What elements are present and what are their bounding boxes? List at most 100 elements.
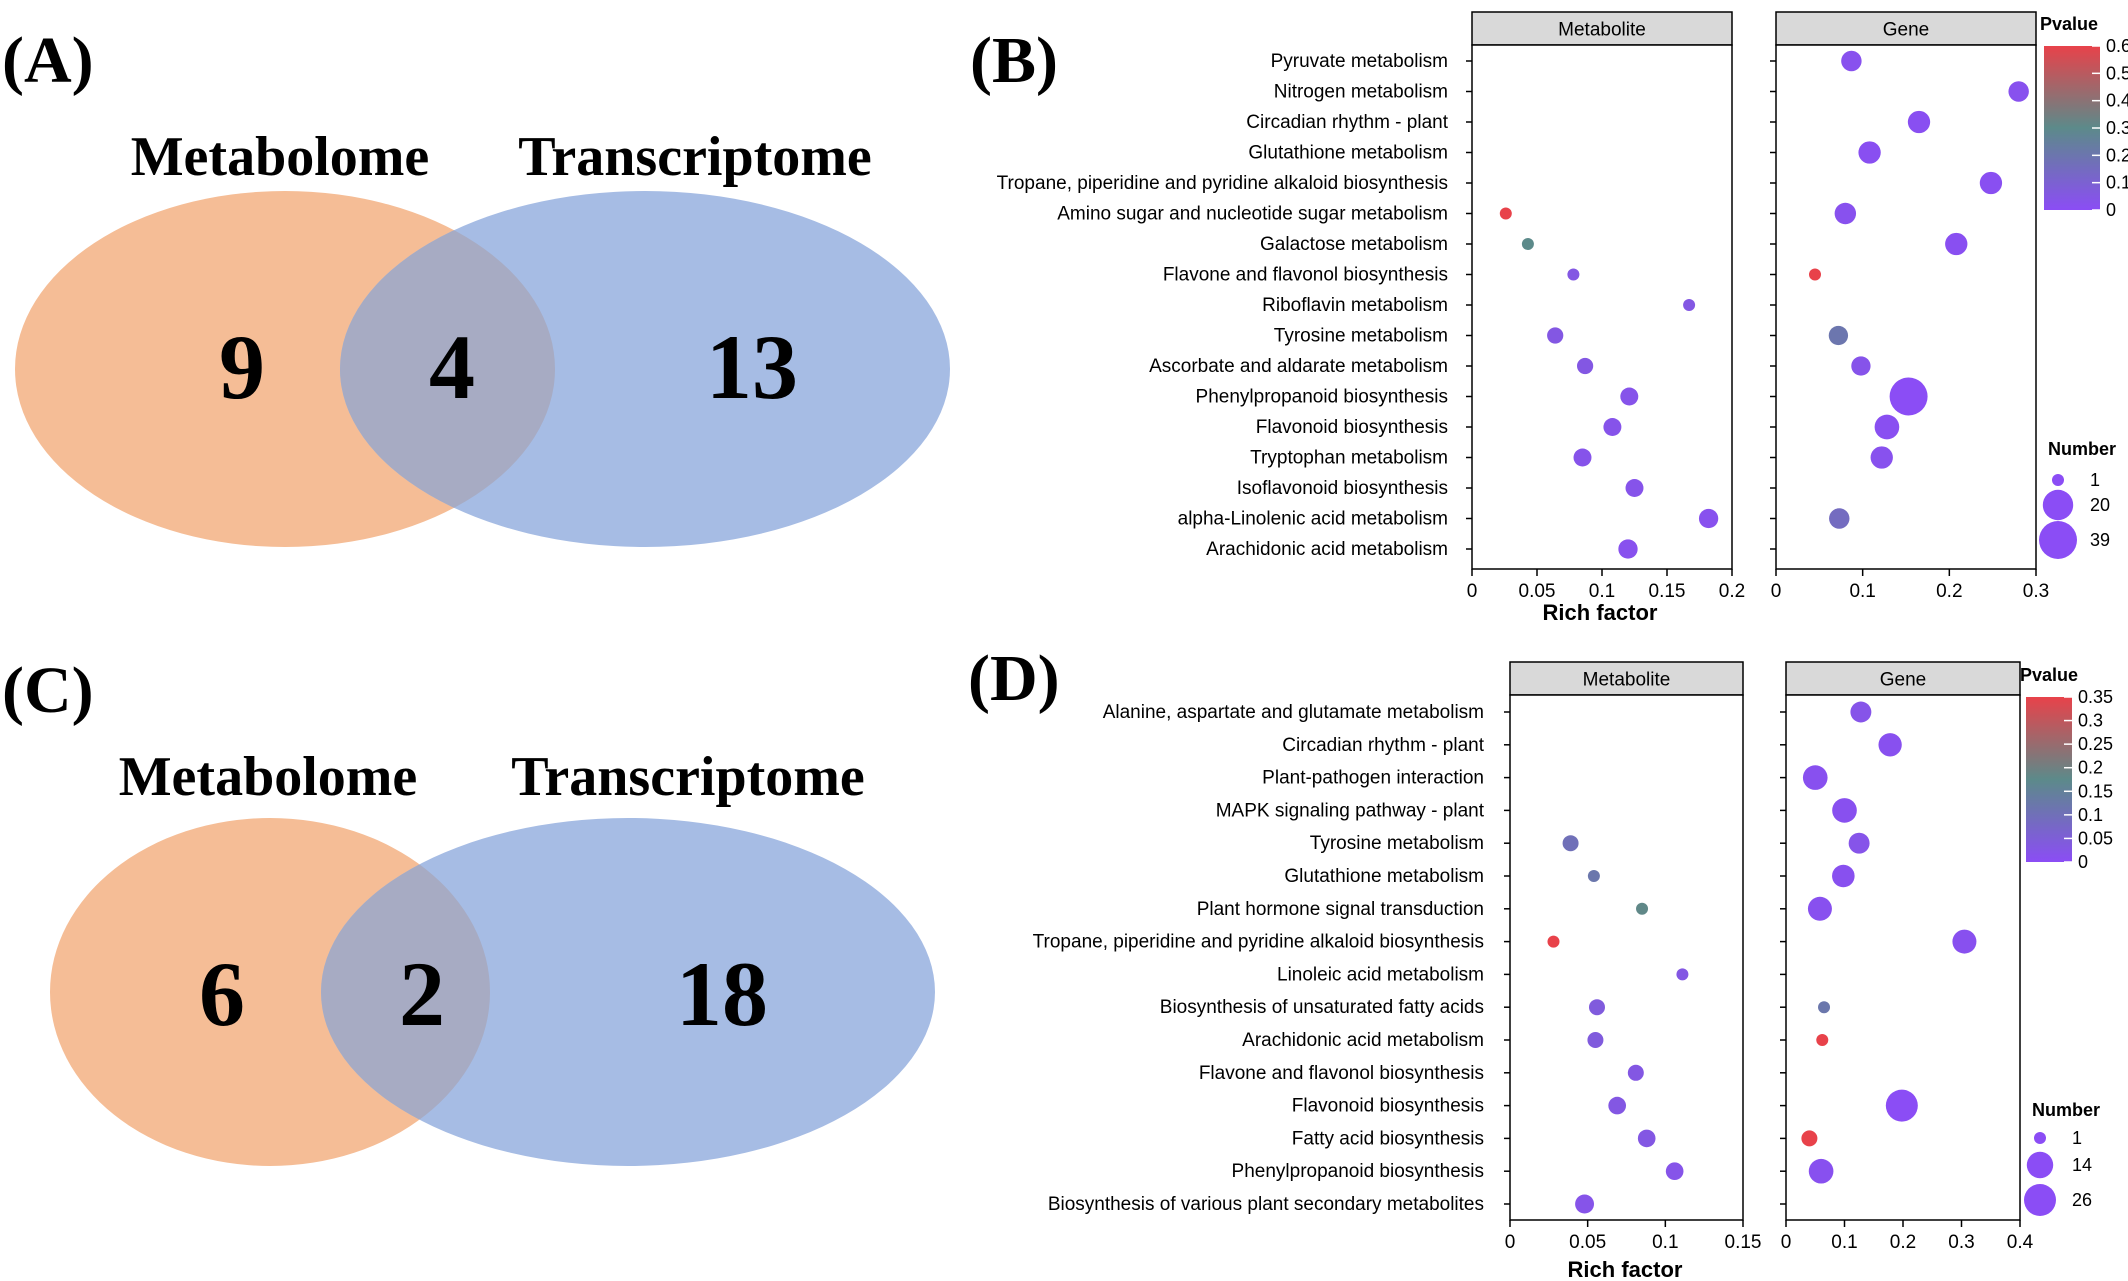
facet-frame-d — [1785, 694, 2021, 1221]
category-label-b: Pyruvate metabolism — [1271, 51, 1448, 72]
venn-a-left-title: Metabolome — [131, 126, 430, 188]
number-legend-label-d: 14 — [2072, 1155, 2092, 1175]
x-tick-label-d: 0 — [1781, 1232, 1792, 1253]
data-point-b — [1979, 171, 2003, 195]
data-point-b — [1618, 539, 1638, 559]
data-point-b — [1809, 268, 1821, 281]
pvalue-tick-label-b: 0.4 — [2106, 91, 2128, 111]
x-tick-label-b: 0.1 — [1849, 581, 1875, 602]
data-point-d — [1885, 1089, 1918, 1122]
data-point-b — [2008, 81, 2029, 102]
x-tick-label-b: 0.2 — [1936, 581, 1962, 602]
pvalue-tick-label-d: 0.3 — [2078, 711, 2103, 731]
category-label-b: Nitrogen metabolism — [1274, 82, 1448, 103]
number-legend-dot-b — [2039, 521, 2077, 559]
x-tick-label-b: 0.3 — [2023, 581, 2049, 602]
facet-frame-d — [1509, 694, 1744, 1221]
number-legend-label-b: 39 — [2090, 530, 2110, 550]
data-point-d — [1850, 701, 1872, 723]
data-point-b — [1870, 446, 1893, 469]
data-point-d — [1637, 1129, 1656, 1148]
panel-letter-b: (B) — [970, 24, 1058, 97]
x-tick-label-d: 0.1 — [1652, 1232, 1678, 1253]
number-legend-label-d: 26 — [2072, 1190, 2092, 1210]
category-label-d: Plant hormone signal transduction — [1197, 899, 1484, 920]
facet-title-d: Gene — [1880, 670, 1926, 691]
data-point-b — [1858, 141, 1881, 164]
data-point-b — [1841, 50, 1862, 72]
facet-header-b — [1471, 11, 1733, 46]
category-label-b: Amino sugar and nucleotide sugar metabol… — [1057, 204, 1448, 225]
data-point-b — [1945, 232, 1968, 256]
data-point-b — [1851, 356, 1871, 376]
pvalue-tick-label-d: 0.05 — [2078, 828, 2113, 848]
data-point-b — [1889, 377, 1928, 416]
pvalue-legend-b: Pvalue 00.10.20.30.40.50.6 — [2040, 14, 2128, 220]
data-point-b — [1683, 299, 1696, 311]
category-label-b: Isoflavonoid biosynthesis — [1237, 478, 1448, 499]
data-point-b — [1547, 327, 1564, 344]
category-label-b: Galactose metabolism — [1260, 234, 1448, 255]
category-label-d: Biosynthesis of unsaturated fatty acids — [1160, 997, 1484, 1018]
pvalue-tick-label-d: 0.25 — [2078, 734, 2113, 754]
category-label-b: Tyrosine metabolism — [1274, 326, 1448, 347]
data-point-d — [1587, 870, 1600, 882]
panel-letter-c: (C) — [2, 654, 94, 727]
category-label-d: Fatty acid biosynthesis — [1292, 1128, 1484, 1149]
facet-title-b: Gene — [1883, 20, 1929, 41]
x-tick-label-b: 0.2 — [1719, 581, 1745, 602]
number-legend-dot-b — [2042, 489, 2074, 521]
data-point-d — [1636, 902, 1649, 915]
pvalue-tick-label-d: 0.2 — [2078, 758, 2103, 778]
number-legend-title-b: Number — [2048, 439, 2116, 459]
x-tick-label-b: 0.15 — [1649, 581, 1686, 602]
x-tick-label-d: 0.3 — [1948, 1232, 1974, 1253]
category-label-b: alpha-Linolenic acid metabolism — [1178, 509, 1448, 530]
venn-a: (A) Metabolome Transcriptome 9 4 13 — [2, 24, 950, 547]
category-label-b: Arachidonic acid metabolism — [1206, 539, 1448, 560]
data-point-b — [1499, 207, 1512, 220]
category-label-b: Flavonoid biosynthesis — [1256, 417, 1448, 438]
venn-a-right-title: Transcriptome — [518, 126, 872, 188]
data-point-b — [1828, 325, 1849, 346]
data-point-d — [1665, 1162, 1684, 1181]
venn-c-right-title: Transcriptome — [511, 746, 865, 808]
data-point-b — [1567, 268, 1580, 281]
category-label-d: Phenylpropanoid biosynthesis — [1232, 1161, 1484, 1182]
pvalue-tick-label-b: 0 — [2106, 200, 2116, 220]
data-point-d — [1801, 1130, 1818, 1147]
pvalue-legend-title-b: Pvalue — [2040, 14, 2098, 34]
facet-frame-b — [1775, 44, 2037, 570]
category-label-d: MAPK signaling pathway - plant — [1216, 800, 1485, 821]
data-point-d — [1808, 1158, 1834, 1184]
category-label-d: Tyrosine metabolism — [1310, 833, 1484, 854]
data-point-d — [1575, 1194, 1595, 1214]
data-point-d — [1816, 1034, 1829, 1046]
data-point-b — [1829, 508, 1850, 529]
facet-title-b: Metabolite — [1558, 20, 1646, 41]
pvalue-tick-label-b: 0.5 — [2106, 63, 2128, 83]
x-tick-label-b: 0 — [1467, 581, 1478, 602]
x-tick-label-b: 0 — [1771, 581, 1782, 602]
data-point-d — [1676, 968, 1689, 981]
data-point-b — [1620, 387, 1639, 406]
pvalue-tick-label-b: 0.2 — [2106, 145, 2128, 165]
number-legend-label-b: 20 — [2090, 495, 2110, 515]
data-point-d — [1608, 1096, 1627, 1115]
x-axis-title-b: Rich factor — [1543, 600, 1658, 625]
data-point-d — [1547, 935, 1560, 948]
number-legend-dot-d — [2026, 1151, 2054, 1179]
data-point-d — [1562, 835, 1579, 852]
pvalue-legend-d: Pvalue 00.050.10.150.20.250.30.35 — [2020, 665, 2113, 872]
data-point-b — [1625, 479, 1644, 497]
data-point-d — [1818, 1001, 1831, 1014]
panel-letter-a: (A) — [2, 24, 94, 97]
pvalue-tick-label-b: 0.3 — [2106, 118, 2128, 138]
data-point-b — [1603, 418, 1622, 436]
data-point-b — [1698, 508, 1719, 529]
